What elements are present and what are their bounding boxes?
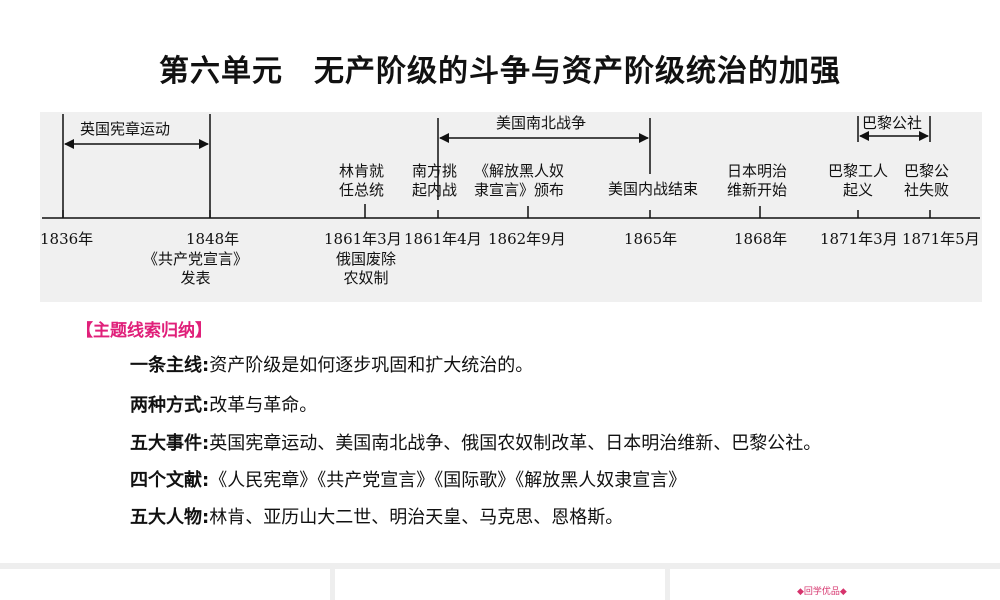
summary-item: 四个文献:《人民宪章》《共产党宣言》《国际歌》《解放黑人奴隶宣言》 bbox=[130, 466, 686, 492]
event-commune-fails: 巴黎公 社失败 bbox=[904, 162, 950, 199]
event-emancipation-proclamation: 《解放黑人奴 隶宣言》颁布 bbox=[474, 162, 565, 199]
summary-key: 五大人物: bbox=[130, 507, 210, 528]
event-russia-abolishes-serfdom: 俄国废除 农奴制 bbox=[336, 250, 397, 287]
summary-heading: 【主题线索归纳】 bbox=[76, 321, 212, 341]
year-label: 1836年 bbox=[40, 230, 94, 248]
timeline-graphic bbox=[42, 114, 980, 219]
summary-item: 五大人物:林肯、亚历山大二世、明治天皇、马克思、恩格斯。 bbox=[130, 503, 623, 529]
publisher-logo: ◆回学优品◆ bbox=[797, 587, 847, 597]
year-label: 1861年3月 bbox=[324, 230, 402, 248]
year-ticks bbox=[62, 210, 931, 218]
page-title: 第六单元 无产阶级的斗争与资产阶级统治的加强 bbox=[159, 54, 841, 89]
year-label: 1868年 bbox=[734, 230, 788, 248]
summary-key: 五大事件: bbox=[130, 433, 210, 454]
summary-key: 两种方式: bbox=[130, 395, 210, 416]
year-label: 1861年4月 bbox=[404, 230, 482, 248]
summary-item: 一条主线:资产阶级是如何逐步巩固和扩大统治的。 bbox=[130, 351, 533, 377]
year-label: 1862年9月 bbox=[488, 230, 566, 248]
event-communist-manifesto: 《共产党宣言》 发表 bbox=[143, 250, 249, 287]
period-label-civil-war: 美国南北战争 bbox=[496, 114, 587, 132]
year-label: 1865年 bbox=[624, 230, 678, 248]
summary-value: 英国宪章运动、美国南北战争、俄国农奴制改革、日本明治维新、巴黎公社。 bbox=[209, 433, 822, 454]
thumbnail-panel[interactable] bbox=[335, 569, 665, 600]
timeline: 英国宪章运动 美国南北战争 巴黎公社 林肯就 任总统 南方挑 起内战 《解放黑人… bbox=[40, 112, 982, 302]
event-lincoln-president: 林肯就 任总统 bbox=[339, 162, 385, 199]
event-meiji-restoration: 日本明治 维新开始 bbox=[727, 162, 788, 199]
year-label: 1848年 bbox=[186, 230, 240, 248]
period-label-paris-commune: 巴黎公社 bbox=[862, 114, 923, 132]
summary-key: 一条主线: bbox=[130, 355, 210, 376]
event-paris-uprising: 巴黎工人 起义 bbox=[828, 162, 889, 199]
year-label: 1871年5月 bbox=[902, 230, 980, 248]
summary-item: 五大事件:英国宪章运动、美国南北战争、俄国农奴制改革、日本明治维新、巴黎公社。 bbox=[130, 429, 821, 455]
summary-value: 林肯、亚历山大二世、明治天皇、马克思、恩格斯。 bbox=[209, 507, 624, 528]
summary-key: 四个文献: bbox=[130, 470, 210, 491]
period-label-chartism: 英国宪章运动 bbox=[80, 120, 171, 138]
summary-value: 资产阶级是如何逐步巩固和扩大统治的。 bbox=[209, 355, 534, 376]
thumbnail-panel[interactable] bbox=[0, 569, 330, 600]
event-civil-war-ends: 美国内战结束 bbox=[608, 180, 699, 198]
summary-item: 两种方式:改革与革命。 bbox=[130, 391, 317, 417]
year-label: 1871年3月 bbox=[820, 230, 898, 248]
summary-value: 《人民宪章》《共产党宣言》《国际歌》《解放黑人奴隶宣言》 bbox=[209, 470, 687, 491]
summary-value: 改革与革命。 bbox=[209, 395, 318, 416]
event-south-starts-war: 南方挑 起内战 bbox=[412, 162, 458, 199]
thumbnail-panel[interactable] bbox=[670, 569, 1000, 600]
